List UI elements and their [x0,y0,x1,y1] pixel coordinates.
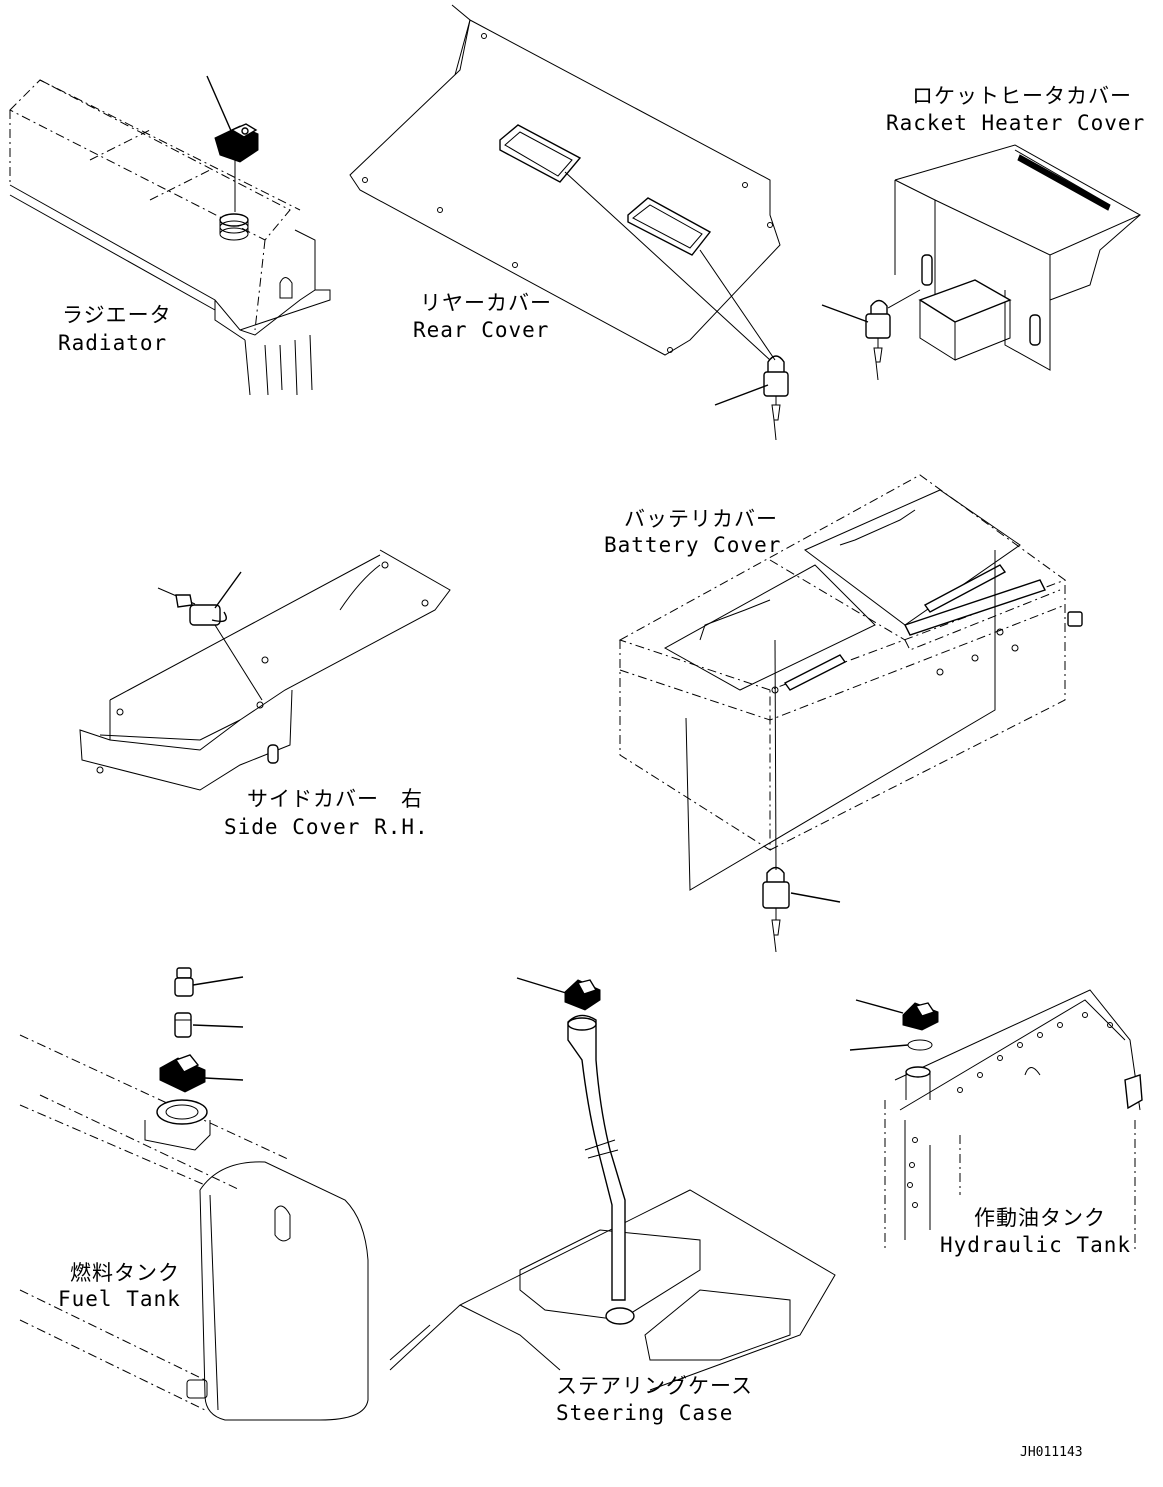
rear-cover-label-jp: リヤーカバー [420,291,552,315]
fuel-tank-assembly: 燃料タンク Fuel Tank [19,967,369,1421]
fuel-plug-icon [174,967,194,997]
hydraulic-tank-assembly: 作動油タンク Hydraulic Tank [849,989,1143,1257]
fuel-cap-icon [159,1054,206,1093]
steering-case-label-en: Steering Case [556,1401,733,1425]
side-cover-label-en: Side Cover R.H. [224,815,429,839]
fuel-tank-label-en: Fuel Tank [58,1287,181,1311]
radiator-assembly: ラジエータ Radiator [9,75,331,396]
side-cover-padlock-icon [157,587,227,626]
battery-cover-label-jp: バッテリカバー [624,507,778,531]
battery-cover-label-en: Battery Cover [604,533,781,557]
hydraulic-tank-label-jp: 作動油タンク [974,1206,1106,1230]
hydraulic-seal-ring-icon [907,1039,933,1051]
hydraulic-tank-label-en: Hydraulic Tank [940,1233,1131,1257]
fuel-tank-label-jp: 燃料タンク [70,1261,180,1285]
steering-case-label-jp: ステアリングケース [556,1374,753,1398]
rocket-heater-label-en: Racket Heater Cover [886,111,1145,135]
battery-cover-padlock-icon [762,866,790,953]
radiator-filler-neck [219,213,249,241]
drawing-code: JH011143 [1020,1445,1083,1460]
steering-case-assembly: ステアリングケース Steering Case [389,977,836,1425]
fuel-adapter-icon [174,1012,192,1038]
battery-cover-assembly: バッテリカバー Battery Cover [604,474,1083,953]
hydraulic-cap-icon [902,1002,939,1031]
side-cover-label-jp: サイドカバー 右 [247,787,423,811]
rear-cover-padlock-icon [763,355,789,441]
rocket-heater-cover-assembly: ロケットヒータカバー Racket Heater Cover [821,84,1145,381]
radiator-cap-icon [214,123,259,163]
radiator-label-jp: ラジエータ [62,303,172,327]
radiator-label-en: Radiator [58,331,167,355]
rear-cover-label-en: Rear Cover [413,318,549,342]
rocket-heater-label-jp: ロケットヒータカバー [912,84,1132,108]
rear-cover-assembly: リヤーカバー Rear Cover [349,4,789,441]
steering-case-cap-icon [564,979,601,1011]
rocket-heater-padlock-icon [865,299,891,381]
side-cover-assembly: サイドカバー 右 Side Cover R.H. [79,549,451,839]
